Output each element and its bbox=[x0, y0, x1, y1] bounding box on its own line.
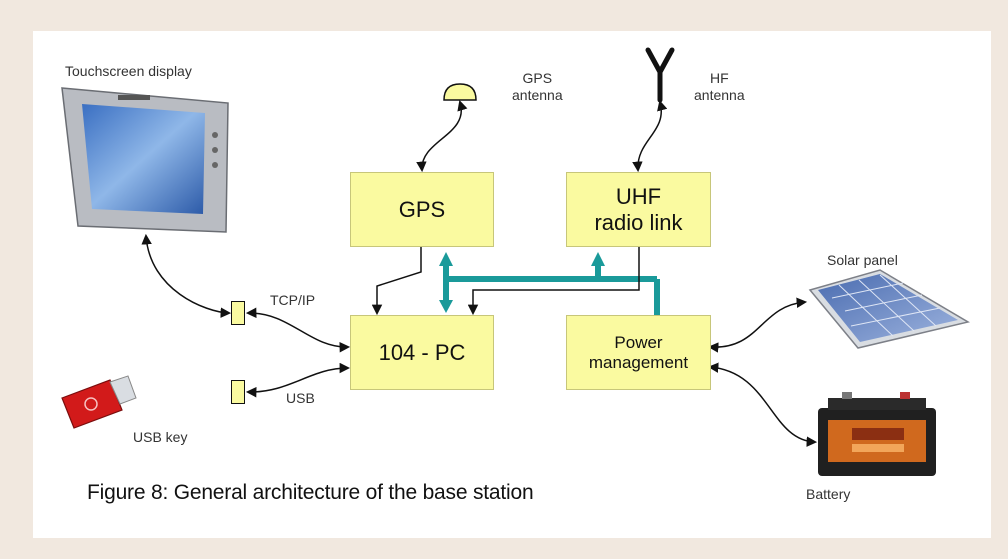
bus-arrow-gps bbox=[439, 252, 453, 266]
pc-104-box: 104 - PC bbox=[350, 315, 494, 390]
wire-hf-antenna bbox=[632, 99, 668, 173]
tcpip-label: TCP/IP bbox=[270, 292, 316, 308]
usb-key-label: USB key bbox=[133, 429, 188, 445]
gps-box-label: GPS bbox=[398, 196, 446, 222]
hf-antenna-label-line2: antenna bbox=[694, 86, 745, 103]
power-management-box: Power management bbox=[566, 315, 711, 390]
gps-antenna-label-line2: antenna bbox=[512, 86, 563, 103]
uhf-box-line2: radio link bbox=[594, 209, 683, 235]
gps-antenna-label: GPS antenna bbox=[512, 70, 563, 104]
wire-gps-pc bbox=[371, 247, 422, 316]
wire-gps-antenna bbox=[416, 99, 468, 173]
solar-panel-image bbox=[808, 269, 970, 349]
uhf-box-line1: UHF bbox=[615, 184, 662, 210]
solar-panel-label: Solar panel bbox=[827, 252, 898, 268]
uhf-radio-link-box: UHF radio link bbox=[566, 172, 711, 247]
wire-uhf-pc bbox=[467, 247, 640, 316]
wire-usb-pc bbox=[245, 362, 351, 398]
power-distribution-bus bbox=[443, 266, 660, 317]
wire-power-solar bbox=[707, 297, 808, 353]
gps-antenna-label-line1: GPS bbox=[522, 70, 553, 86]
usb-label: USB bbox=[286, 390, 315, 406]
hf-antenna-label-line1: HF bbox=[709, 70, 729, 86]
hf-antenna-label: HF antenna bbox=[694, 70, 745, 104]
battery-image bbox=[818, 392, 936, 476]
power-box-line2: management bbox=[588, 352, 689, 372]
wire-tcpip-pc bbox=[245, 307, 351, 353]
usb-key-image bbox=[61, 375, 137, 429]
hf-antenna-icon bbox=[645, 47, 675, 103]
touchscreen-display-image bbox=[61, 87, 229, 233]
figure-caption: Figure 8: General architecture of the ba… bbox=[87, 481, 534, 504]
usb-port bbox=[231, 380, 245, 404]
wire-power-battery bbox=[707, 362, 818, 447]
pc-box-label: 104 - PC bbox=[378, 339, 466, 365]
bus-arrow-pc bbox=[439, 300, 453, 313]
battery-label: Battery bbox=[806, 486, 851, 502]
gps-antenna-icon bbox=[443, 83, 477, 101]
tcpip-port bbox=[231, 301, 245, 325]
wire-touchscreen-tcpip bbox=[141, 233, 232, 318]
power-box-line1: Power bbox=[614, 332, 663, 352]
gps-box: GPS bbox=[350, 172, 494, 247]
touchscreen-display-label: Touchscreen display bbox=[65, 63, 192, 79]
bus-arrow-uhf bbox=[591, 252, 605, 266]
